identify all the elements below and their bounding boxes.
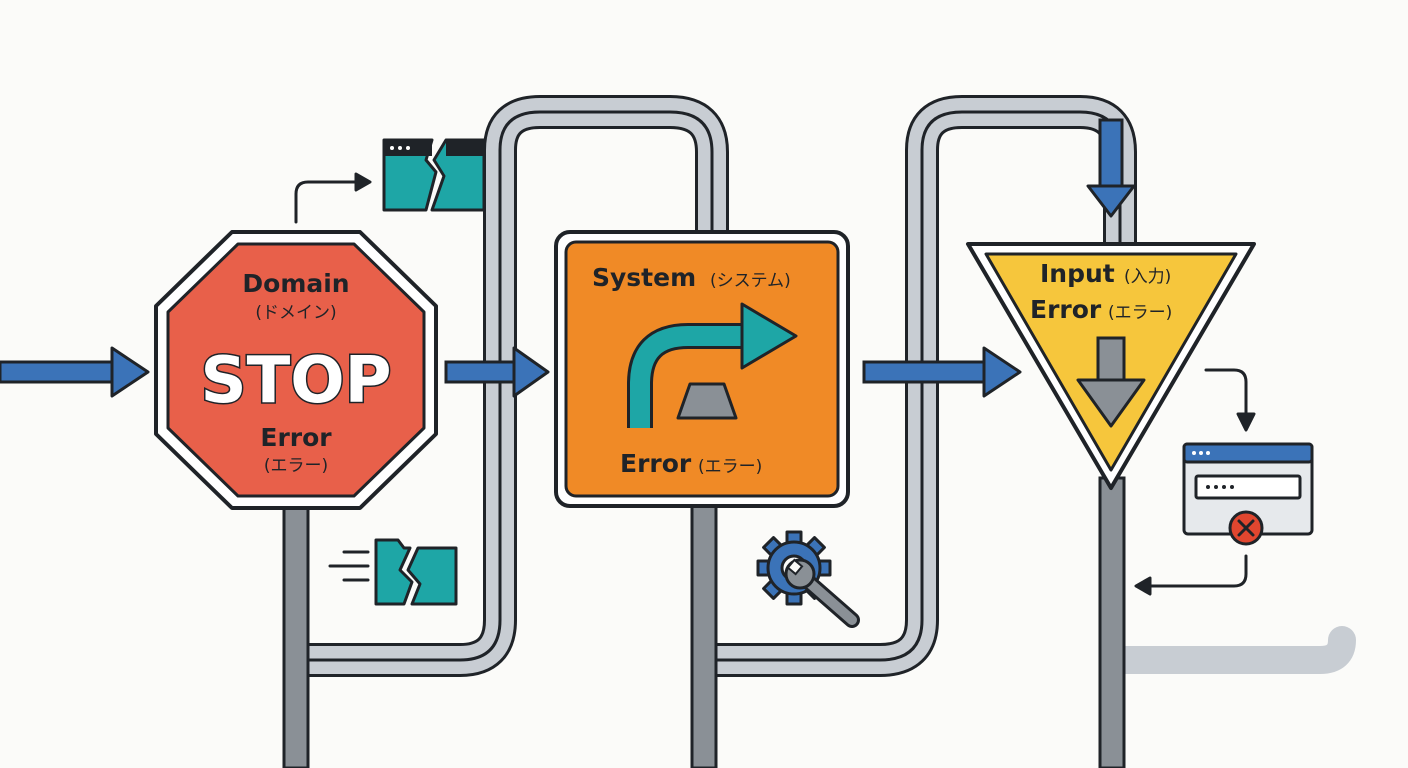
- octagon-inner: [166, 242, 426, 498]
- domain-title-jp: (ドメイン): [255, 303, 336, 323]
- flow-arrow-3: [862, 346, 1022, 398]
- connector-domain-window: [294, 180, 362, 224]
- input-title: Input: [1040, 259, 1115, 288]
- system-error: Error: [620, 449, 692, 478]
- input-error-jp: (エラー): [1108, 303, 1172, 323]
- domain-error: Error: [260, 423, 332, 452]
- system-error-jp: (エラー): [698, 457, 762, 477]
- domain-title: Domain: [242, 269, 349, 298]
- connector-input-form: [1204, 368, 1248, 420]
- flow-arrow-1: [0, 346, 150, 398]
- flow-arrow-2: [444, 346, 550, 398]
- detour-arrow-icon: [627, 302, 798, 428]
- connector-arrows: [294, 172, 1256, 596]
- flow-arrow-down: [1086, 118, 1136, 218]
- speed-lines: [328, 550, 370, 582]
- pole-input: [1098, 476, 1126, 768]
- system-sign: System (システム) Error (エラー): [554, 230, 850, 508]
- down-arrow-icon: [1076, 336, 1146, 428]
- system-error-line: Error (エラー): [620, 449, 762, 478]
- system-title-jp: (システム): [710, 271, 791, 291]
- input-error: Error: [1030, 295, 1102, 324]
- broken-folder-icon: [328, 538, 458, 606]
- broken-window-icon: [382, 138, 486, 212]
- road-block-icon: [676, 382, 738, 420]
- domain-error-jp: (エラー): [264, 456, 328, 476]
- flow-arrows: [0, 118, 1136, 398]
- system-sign-inner: [564, 240, 840, 498]
- gear-wrench-icon: [756, 530, 860, 628]
- pole-domain: [282, 498, 310, 768]
- system-title: System: [592, 263, 696, 292]
- input-title-jp: (入力): [1124, 267, 1171, 287]
- input-error-line: Error (エラー): [1030, 295, 1172, 324]
- poles: [282, 476, 1126, 768]
- input-yield-sign: Input (入力) Error (エラー): [966, 242, 1256, 490]
- input-title-line: Input (入力): [1040, 259, 1171, 288]
- pole-system: [690, 498, 718, 768]
- connector-form-back: [1146, 554, 1248, 588]
- stop-text: STOP: [200, 344, 391, 418]
- system-title-line: System (システム): [592, 263, 791, 292]
- form-input-field: [1194, 474, 1302, 500]
- domain-stop-sign: Domain (ドメイン) STOP Error (エラー): [154, 230, 438, 510]
- wrench-icon: [784, 558, 860, 628]
- form-error-window-icon: [1182, 442, 1314, 546]
- error-x-icon: [1228, 510, 1264, 546]
- pipe-3: [1106, 626, 1356, 674]
